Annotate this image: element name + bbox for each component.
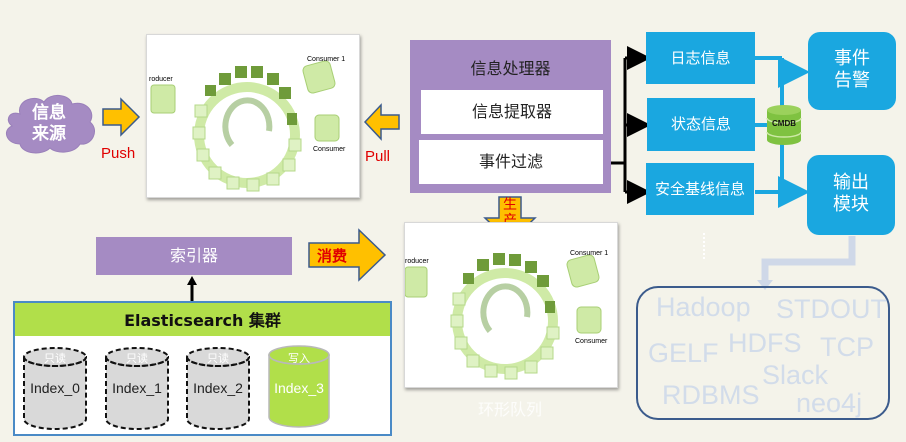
cmdb-label: CMDB bbox=[772, 119, 796, 128]
sink-hdfs: HDFS bbox=[728, 328, 802, 358]
pull-label: Pull bbox=[365, 148, 391, 165]
consumer1-label-2: Consumer 1 bbox=[570, 250, 608, 257]
pull-arrow-icon bbox=[363, 103, 400, 141]
sink-gelf: GELF bbox=[648, 338, 719, 368]
ring-buffer-diagram-bottom: roducer Consumer 1 Consumer bbox=[404, 222, 618, 388]
index-1: 只读 Index_1 bbox=[104, 347, 170, 431]
consumer-label: Consumer bbox=[313, 146, 346, 153]
output-to-sinks-connector bbox=[757, 236, 856, 290]
push-arrow-icon bbox=[102, 97, 141, 137]
database-icon bbox=[268, 345, 330, 428]
info-source-line1: 信息 bbox=[32, 103, 66, 123]
ring-buffer-graphic: roducer Consumer 1 Consumer bbox=[149, 56, 346, 192]
output-module-line1: 输出 bbox=[833, 172, 869, 193]
cloud-icon bbox=[5, 95, 95, 154]
consumer1-label: Consumer 1 bbox=[307, 56, 345, 63]
info-type-status-label: 状态信息 bbox=[670, 115, 731, 133]
event-alert-box: 事件 告警 bbox=[808, 32, 896, 110]
database-icon bbox=[186, 347, 250, 430]
sink-rdbms: RDBMS bbox=[662, 380, 760, 410]
index-3-name: Index_3 bbox=[274, 380, 324, 396]
index-3: 写入 Index_3 bbox=[267, 345, 331, 429]
consume-arrow-icon bbox=[308, 228, 387, 282]
index-1-name: Index_1 bbox=[112, 380, 162, 396]
filter-box: 事件过滤 bbox=[419, 140, 603, 184]
index-0: 只读 Index_0 bbox=[22, 347, 88, 431]
info-type-security: 安全基线信息 bbox=[646, 163, 754, 215]
index-2-name: Index_2 bbox=[193, 380, 243, 396]
sink-tcp: TCP bbox=[820, 332, 874, 362]
output-module-box: 输出 模块 bbox=[807, 155, 895, 235]
database-icon bbox=[23, 347, 87, 430]
ring-buffer-caption: 环形队列 bbox=[478, 400, 543, 419]
index-1-mode: 只读 bbox=[126, 352, 148, 365]
consumer-label-2: Consumer bbox=[575, 338, 608, 345]
event-alert-line1: 事件 bbox=[834, 48, 870, 69]
processor-title: 信息处理器 bbox=[470, 59, 551, 78]
event-alert-line2: 告警 bbox=[834, 70, 870, 91]
push-label: Push bbox=[101, 145, 136, 162]
sink-hadoop: Hadoop bbox=[656, 292, 751, 322]
database-icon bbox=[105, 347, 169, 430]
extractor-label: 信息提取器 bbox=[471, 102, 552, 121]
filter-to-info-connector bbox=[606, 46, 651, 204]
ring-buffer-graphic-2: roducer Consumer 1 Consumer bbox=[404, 250, 608, 380]
index-2: 只读 Index_2 bbox=[185, 347, 251, 431]
consume-label: 消费 bbox=[317, 247, 348, 265]
info-processor: 信息处理器 信息提取器 事件过滤 bbox=[410, 40, 611, 193]
index-0-mode: 只读 bbox=[44, 352, 66, 365]
produce-label-line1: 生 bbox=[503, 197, 517, 213]
producer-label: roducer bbox=[149, 76, 173, 83]
info-type-log-label: 日志信息 bbox=[670, 49, 731, 67]
info-type-security-label: 安全基线信息 bbox=[654, 180, 745, 198]
extractor-box: 信息提取器 bbox=[421, 90, 603, 134]
info-type-log: 日志信息 bbox=[646, 32, 755, 84]
indexer-box: 索引器 bbox=[96, 237, 292, 275]
output-module-line2: 模块 bbox=[833, 194, 869, 215]
index-3-mode: 写入 bbox=[288, 352, 310, 365]
ring-buffer-diagram-top: roducer Consumer 1 Consumer bbox=[146, 34, 360, 198]
sink-slack: Slack bbox=[762, 360, 829, 390]
info-type-status: 状态信息 bbox=[647, 98, 755, 151]
info-source-line2: 来源 bbox=[32, 124, 66, 144]
sink-neo4j: neo4j bbox=[796, 388, 863, 418]
database-icon bbox=[766, 105, 802, 145]
indexer-label: 索引器 bbox=[169, 246, 218, 265]
output-sinks: Hadoop STDOUT GELF HDFS TCP Slack RDBMS … bbox=[636, 286, 890, 420]
es-cluster-title: Elasticsearch 集群 bbox=[15, 303, 390, 336]
index-0-name: Index_0 bbox=[30, 380, 80, 396]
sink-stdout: STDOUT bbox=[776, 294, 887, 324]
cmdb-database: CMDB bbox=[766, 104, 802, 146]
info-source-cloud: 信息 来源 bbox=[2, 92, 100, 156]
filter-label: 事件过滤 bbox=[478, 152, 543, 171]
consume-arrow: 消费 bbox=[307, 228, 387, 282]
producer-label-2: roducer bbox=[405, 258, 429, 265]
index-2-mode: 只读 bbox=[207, 352, 229, 365]
